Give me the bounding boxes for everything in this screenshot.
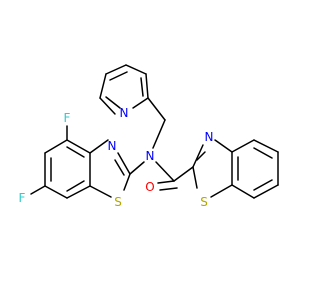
fluorine-atom-left: F	[19, 191, 26, 205]
nitrogen-atom-thiazole-left: N	[108, 139, 117, 153]
oxygen-label: O	[145, 180, 154, 194]
sulfur-atom-thiazole-right: S	[200, 195, 208, 209]
fluorine-label: F	[64, 111, 71, 125]
nitrogen-label: N	[205, 130, 214, 144]
nitrogen-label: N	[108, 139, 117, 153]
bonds	[30, 64, 279, 199]
molecule-structure-diagram: F F N S N N O N S	[19, 64, 279, 209]
atom-labels: F F N S N N O N S	[19, 106, 214, 209]
oxygen-atom-carbonyl: O	[145, 180, 154, 194]
sulfur-atom-thiazole-left: S	[114, 195, 122, 209]
nitrogen-label: N	[120, 106, 129, 120]
nitrogen-label: N	[146, 149, 155, 163]
fluorine-atom-top: F	[64, 111, 71, 125]
sulfur-label: S	[114, 195, 122, 209]
fluorine-label: F	[19, 191, 26, 205]
sulfur-label: S	[200, 195, 208, 209]
nitrogen-atom-thiazole-right: N	[205, 130, 214, 144]
nitrogen-atom-amide: N	[146, 149, 155, 163]
nitrogen-atom-pyridine: N	[120, 106, 129, 120]
